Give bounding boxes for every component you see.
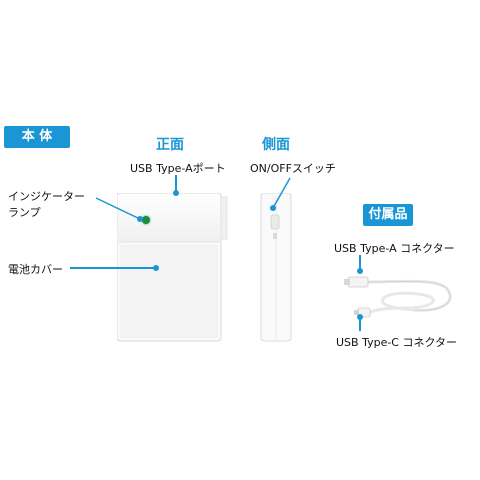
indicator-lamp-label-line2: ランプ	[8, 206, 41, 219]
main-body-badge: 本 体	[4, 126, 70, 148]
battery-cover-label: 電池カバー	[8, 263, 63, 276]
indicator-lamp-label-line1: インジケーター	[8, 190, 85, 203]
on-off-switch-label: ON/OFFスイッチ	[250, 162, 336, 175]
accessories-badge: 付属品	[363, 204, 413, 226]
usb-c-connector-label: USB Type-C コネクター	[336, 336, 458, 349]
front-view-heading: 正面	[156, 137, 184, 153]
side-view-heading: 側面	[262, 137, 290, 153]
usb-a-port-label: USB Type-Aポート	[130, 162, 226, 175]
device-side-view	[259, 192, 293, 343]
indicator-lamp	[142, 216, 150, 224]
usb-a-connector-label: USB Type-A コネクター	[334, 242, 455, 255]
device-front-view	[116, 192, 228, 343]
